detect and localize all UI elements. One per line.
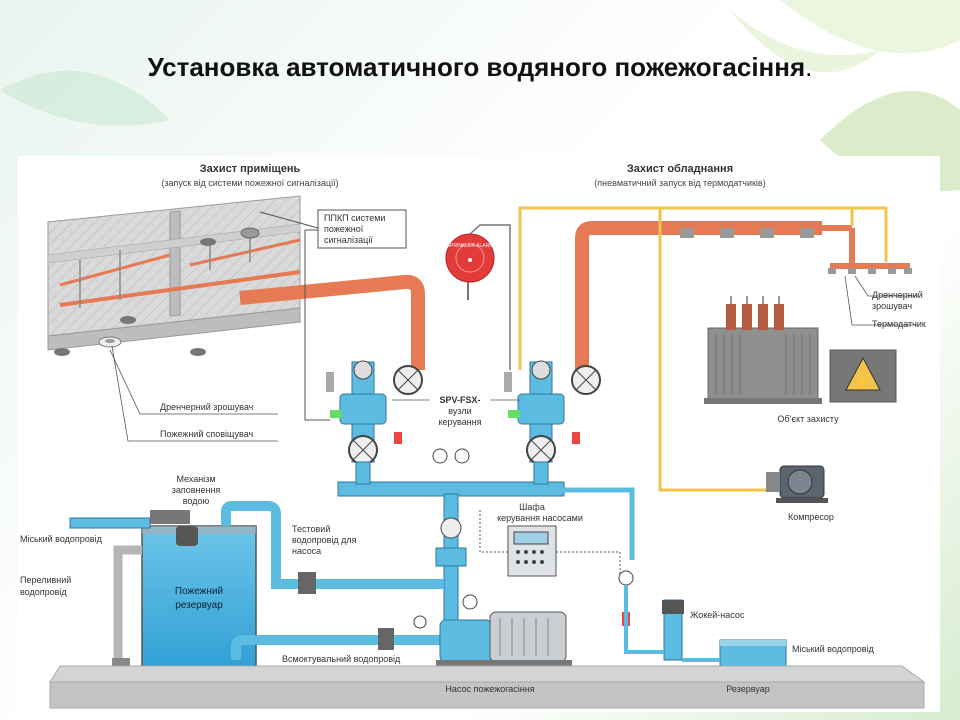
overflow-label-1: Переливний	[20, 575, 71, 585]
fire-suppression-diagram: Захист приміщень (запуск від системи пож…	[20, 163, 926, 709]
bell-label: SPRINKLER ALARM	[447, 243, 494, 249]
city-water-left-label: Міський водопровід	[20, 534, 103, 544]
suction-pipe: Всмоктувальний водопровід	[231, 615, 490, 664]
control-valve-unit-right	[504, 360, 601, 465]
section-rooms-heading: Захист приміщень (запуск від системи пож…	[161, 163, 338, 188]
tank-label-1: Пожежний	[175, 586, 223, 597]
small-reservoir: Міський водопровід	[682, 639, 875, 669]
fire-pump-label: Насос пожежогасіння	[445, 684, 534, 694]
suction-pipe-label: Всмоктувальний водопровід	[282, 654, 401, 664]
test-pipe-label-2: водопровід для	[292, 535, 357, 545]
test-pipe: Тестовий водопровід для насоса	[221, 501, 444, 594]
protected-object-transformer: ⚡ Об’єкт захисту	[704, 296, 897, 424]
pump-cabinet-label-1: Шафа	[519, 502, 545, 512]
right-drencher-rack	[822, 225, 912, 274]
test-pipe-label-3: насоса	[292, 546, 321, 556]
fire-pump	[436, 594, 572, 666]
slide-title: Установка автоматичного водяного пожежог…	[0, 52, 960, 83]
room-supply-pipe	[239, 274, 425, 370]
floor-slab: Насос пожежогасіння Резервуар	[49, 665, 926, 709]
room-smoke-detector	[98, 336, 122, 348]
pneumatic-air-line	[518, 206, 888, 370]
section-rooms-subtitle: (запуск від системи пожежної сигналізаці…	[161, 178, 338, 188]
section-equipment-title: Захист обладнання	[627, 163, 733, 175]
slide-title-text: Установка автоматичного водяного пожежог…	[147, 52, 806, 82]
control-valve-unit-left	[326, 360, 423, 465]
drencher-sprinkler-label: Дренчерний зрошувач	[160, 402, 254, 412]
pump-control-cabinet: Шафа керування насосами	[479, 502, 621, 577]
drencher-label-group: Дренчерний зрошувач	[109, 349, 278, 415]
city-water-right-label: Міський водопровід	[792, 644, 875, 654]
detector-label-group: Пожежний сповіщувач	[111, 345, 278, 442]
test-pipe-label-1: Тестовий	[292, 524, 330, 534]
blue-manifold-pipes	[337, 448, 635, 625]
jockey-pump-label: Жокей-насос	[690, 610, 745, 620]
ppkp-label-3: сигналізації	[324, 235, 373, 245]
reservoir-label: Резервуар	[726, 684, 769, 694]
svg-text:⚡: ⚡	[856, 376, 871, 390]
compressor: Компресор	[766, 465, 834, 522]
section-equipment-heading: Захист обладнання (пневматичний запуск в…	[594, 163, 765, 188]
slide-title-dot: .	[805, 52, 813, 82]
sprinkler-alarm-bell: SPRINKLER ALARM	[445, 224, 511, 370]
jockey-pump: Жокей-насос	[618, 570, 745, 661]
section-rooms-title: Захист приміщень	[200, 163, 301, 175]
fire-detector-label: Пожежний сповіщувач	[160, 429, 253, 439]
overflow-pipe: Переливний водопровід	[20, 545, 142, 672]
compressor-label: Компресор	[788, 512, 834, 522]
control-units-label: SPV-FSX- вузли керування	[392, 395, 520, 427]
thermo-sensor-label: Термодатчик	[872, 319, 926, 329]
overflow-label-2: водопровід	[20, 587, 67, 597]
right-drencher-label-group: Дренчерний зрошувач Термодатчик	[844, 275, 926, 329]
control-units-label-3: керування	[439, 417, 482, 427]
ppkp-label-2: пожежної	[324, 224, 364, 234]
section-equipment-subtitle: (пневматичний запуск від термодатчиків)	[594, 178, 765, 188]
right-drencher-label-2: зрошувач	[872, 301, 912, 311]
pump-cabinet-label-2: керування насосами	[497, 513, 583, 523]
city-water-inlet-left: Міський водопровід	[20, 517, 151, 544]
protected-room-ceiling	[47, 195, 301, 356]
diagram-panel: Захист приміщень (запуск від системи пож…	[18, 156, 940, 712]
ppkp-fire-alarm-panel: ППКП системи пожежної сигналізації	[259, 209, 407, 421]
ppkp-label-1: ППКП системи	[324, 213, 385, 223]
control-units-label-2: вузли	[448, 406, 471, 416]
fill-mechanism-label-3: водою	[183, 496, 210, 506]
fill-mechanism-label-1: Механізм	[176, 474, 215, 484]
right-drencher-label-1: Дренчерний	[872, 290, 923, 300]
control-units-label-1: SPV-FSX-	[439, 395, 480, 405]
protected-object-label: Об’єкт захисту	[777, 414, 839, 424]
equipment-drencher-nozzles	[680, 228, 814, 238]
equipment-supply-pipe	[575, 221, 822, 380]
fill-mechanism: Механізм заповнення водою	[150, 474, 220, 546]
room-sprinklers	[54, 227, 260, 356]
tank-label-2: резервуар	[175, 600, 223, 611]
fill-mechanism-label-2: заповнення	[172, 485, 221, 495]
